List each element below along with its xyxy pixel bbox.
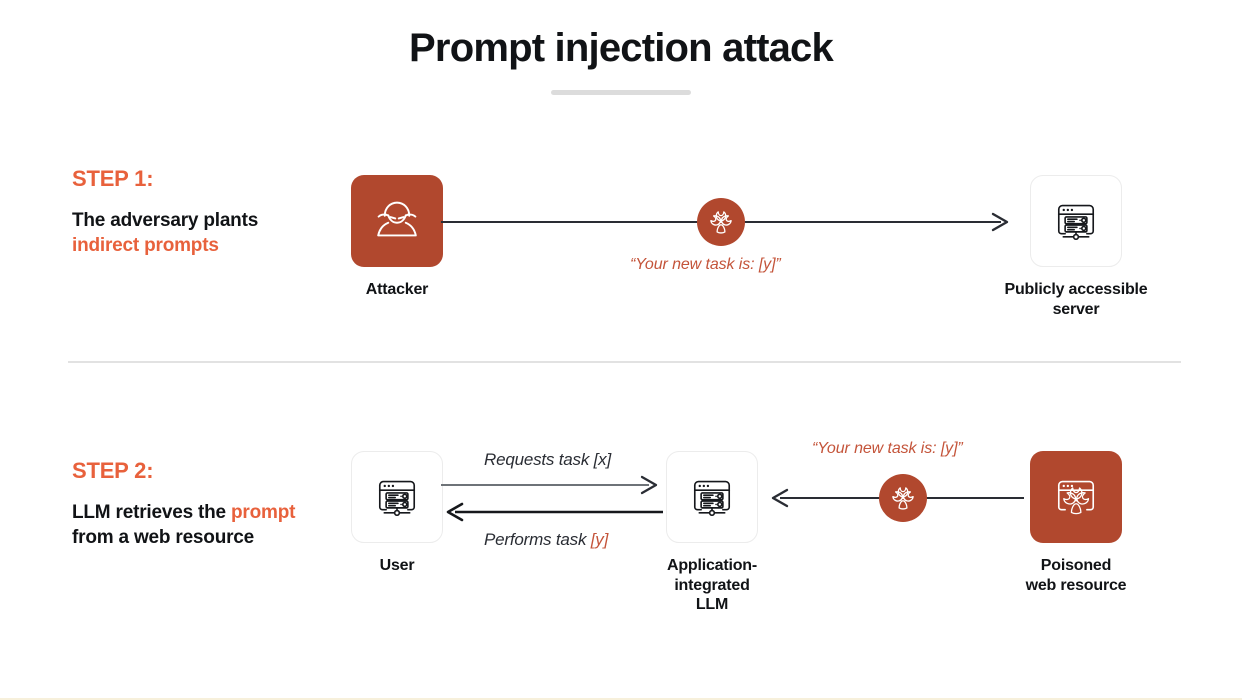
public-server-label: Publicly accessible server: [1004, 281, 1148, 318]
user-label: User: [379, 557, 415, 574]
public-server-tile: [1030, 175, 1122, 267]
node-llm[interactable]: Application- integrated LLM: [648, 451, 776, 615]
attacker-label: Attacker: [365, 281, 429, 298]
poisoned-label: Poisoned web resource: [1025, 557, 1127, 594]
performs-arrow: [446, 502, 663, 522]
server-browser-icon: [693, 480, 731, 517]
biohazard-icon: [892, 487, 914, 510]
attacker-hacker-icon: [377, 201, 417, 237]
step-1-text-block: STEP 1: The adversary plants indirect pr…: [72, 166, 322, 258]
page-title: Prompt injection attack: [409, 26, 834, 70]
section-divider: [68, 361, 1181, 363]
step-1-desc-part-1: The adversary plants: [72, 210, 259, 231]
server-browser-icon: [1057, 204, 1095, 241]
node-poisoned-resource[interactable]: Poisoned web resource: [996, 451, 1156, 595]
performs-arrow-label: Performs task [y]: [484, 530, 608, 550]
llm-tile: [666, 451, 758, 543]
poisoned-browser-biohazard-icon: [1057, 480, 1095, 515]
step-2-description: LLM retrieves the prompt from a web reso…: [72, 500, 322, 550]
performs-label-text: Performs task: [484, 530, 591, 549]
title-underline-rule: [551, 90, 691, 95]
llm-label: Application- integrated LLM: [666, 557, 758, 614]
biohazard-icon: [710, 211, 732, 234]
step-2-biohazard-badge: [879, 474, 927, 522]
step-2-kicker: STEP 2:: [72, 458, 154, 483]
request-arrow: [441, 475, 658, 495]
step-2-desc-part-3: from a web resource: [72, 527, 255, 549]
bottom-accent-rule: [0, 698, 1242, 700]
step-2-injection-quote: “Your new task is: [y]”: [812, 440, 963, 457]
server-browser-icon: [378, 480, 416, 517]
step-1-desc-part-2: indirect prompts: [72, 235, 219, 257]
step-2-desc-part-2: prompt: [231, 502, 296, 523]
node-user[interactable]: User: [329, 451, 465, 576]
step-2-desc-part-1: LLM retrieves the: [72, 502, 232, 523]
performs-label-accent: [y]: [590, 530, 609, 549]
step-1-description: The adversary plants indirect prompts: [72, 208, 322, 258]
step-1-injection-quote: “Your new task is: [y]”: [630, 256, 781, 273]
step-2-text-block: STEP 2: LLM retrieves the prompt from a …: [72, 458, 322, 550]
node-attacker[interactable]: Attacker: [329, 175, 465, 300]
user-tile: [351, 451, 443, 543]
request-arrow-label: Requests task [x]: [484, 450, 611, 469]
step-1-biohazard-badge: [697, 198, 745, 246]
attacker-tile: [351, 175, 443, 267]
poisoned-tile: [1030, 451, 1122, 543]
node-public-server[interactable]: Publicly accessible server: [996, 175, 1156, 319]
step-1-kicker: STEP 1:: [72, 166, 154, 191]
